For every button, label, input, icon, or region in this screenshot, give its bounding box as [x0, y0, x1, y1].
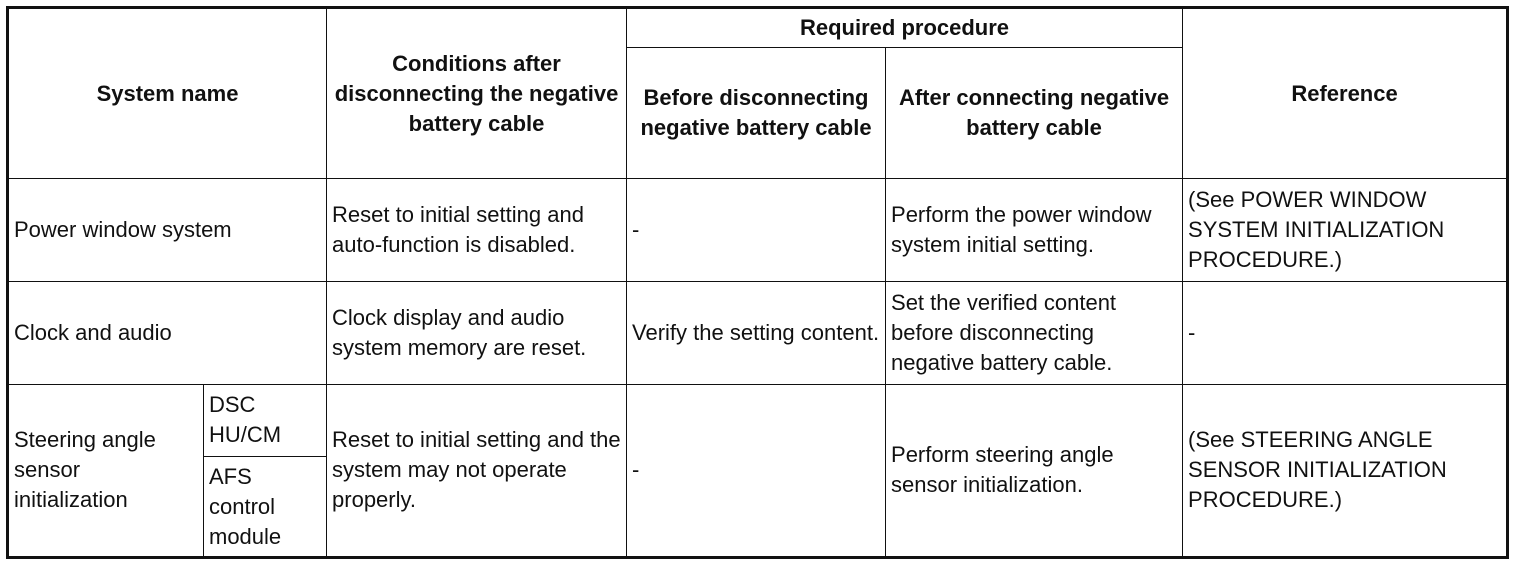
battery-disconnect-procedure-table: System name Conditions after disconnecti…: [6, 6, 1510, 559]
table-row: Steering angle sensor initialization DSC…: [7, 383, 1509, 559]
header-row-sub: Before disconnecting negative battery ca…: [8, 47, 1508, 179]
cell-before: Verify the setting content.: [626, 280, 887, 385]
cell-subsystem: DSC HU/CM: [202, 383, 328, 458]
table-row: Power window system Reset to initial set…: [6, 178, 1509, 282]
table-row: AFS control module: [8, 456, 1508, 558]
header-conditions: Conditions after disconnecting the negat…: [326, 7, 628, 179]
header-reference: Reference: [1182, 7, 1509, 179]
table-body: Power window system Reset to initial set…: [6, 178, 1509, 559]
cell-system: Steering angle sensor initialization: [7, 383, 204, 559]
header-before: Before disconnecting negative battery ca…: [626, 47, 887, 179]
cell-after: Perform steering angle sensor initializa…: [885, 383, 1184, 559]
cell-system: Power window system: [6, 178, 328, 282]
header-required-procedure: Required procedure: [626, 7, 1184, 48]
cell-after: Perform the power window system initial …: [885, 178, 1184, 282]
header-after: After connecting negative battery cable: [885, 47, 1184, 179]
cell-system: Clock and audio: [6, 280, 328, 385]
cell-reference: (See STEERING ANGLE SENSOR INITIALIZATIO…: [1182, 383, 1509, 559]
cell-reference: (See POWER WINDOW SYSTEM INITIALIZATION …: [1182, 178, 1509, 282]
cell-reference: -: [1182, 280, 1509, 385]
cell-subsystem: AFS control module: [202, 456, 328, 558]
header-row-top: System name Conditions after disconnecti…: [6, 7, 1509, 179]
header-system-name: System name: [6, 7, 328, 179]
cell-before: -: [626, 383, 887, 559]
cell-conditions: Reset to initial setting and the system …: [326, 383, 628, 559]
table-header: System name Conditions after disconnecti…: [6, 7, 1509, 179]
table-row: Clock and audio Clock display and audio …: [6, 280, 1509, 385]
cell-conditions: Reset to initial setting and auto-functi…: [326, 178, 628, 282]
cell-after: Set the verified content before disconne…: [885, 280, 1184, 385]
cell-conditions: Clock display and audio system memory ar…: [326, 280, 628, 385]
cell-before: -: [626, 178, 887, 282]
